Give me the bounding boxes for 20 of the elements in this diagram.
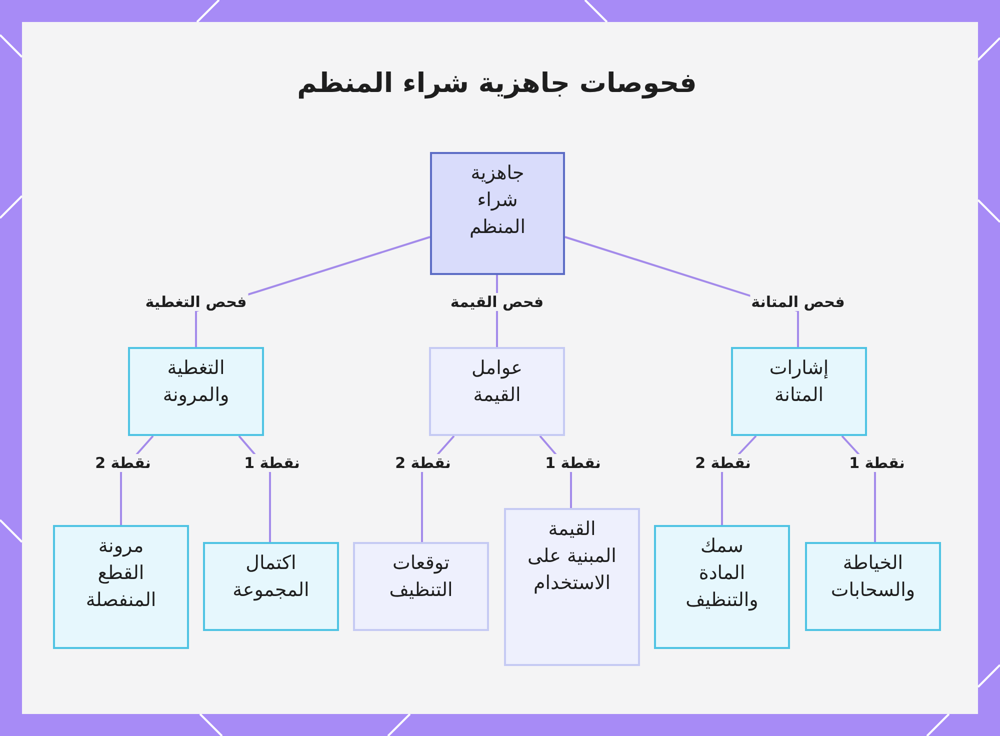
category-box: التغطية والمرونة [128, 347, 264, 436]
item-box: الخياطة والسحابات [805, 542, 941, 631]
edge-label: نقطة 2 [394, 454, 452, 472]
item-box: اكتمال المجموعة [203, 542, 339, 631]
root-box: جاهزية شراء المنظم [430, 152, 565, 275]
category-box: عوامل القيمة [429, 347, 565, 436]
edge-label: نقطة 2 [94, 454, 152, 472]
edge-label: نقطة 1 [243, 454, 301, 472]
item-box: سمك المادة والتنظيف [654, 525, 790, 649]
edge-label: فحص التغطية [144, 293, 248, 311]
title: فحوصات جاهزية شراء المنظم [297, 67, 697, 101]
edge-label: فحص المتانة [750, 293, 846, 311]
item-box: مرونة القطع المنفصلة [53, 525, 189, 649]
edge-label: نقطة 1 [848, 454, 906, 472]
edge-label: نقطة 1 [544, 454, 602, 472]
item-box: توقعات التنظيف [353, 542, 489, 631]
edge-label: نقطة 2 [694, 454, 752, 472]
category-box: إشارات المتانة [731, 347, 867, 436]
edge-label: فحص القيمة [449, 293, 545, 311]
item-box: القيمة المبنية على الاستخدام [504, 508, 640, 666]
